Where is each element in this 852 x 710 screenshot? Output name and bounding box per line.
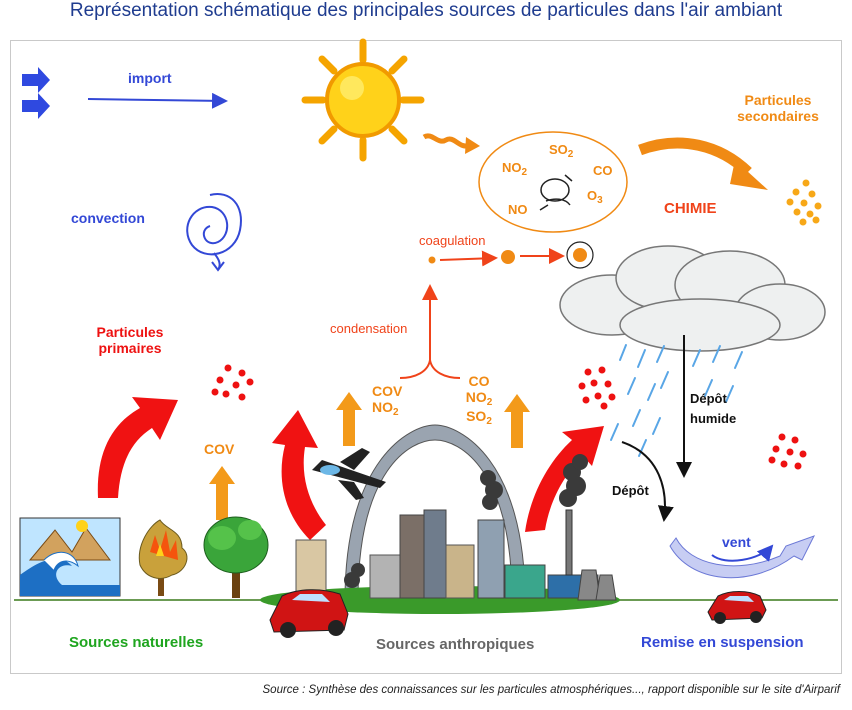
no-species: NO <box>508 202 528 217</box>
o3-species: O3 <box>587 188 603 206</box>
wind-swirl-icon <box>669 535 816 579</box>
so2-species: SO2 <box>549 142 574 160</box>
ocean-wave-icon <box>19 517 121 597</box>
sun-ray-arrow <box>422 133 472 149</box>
deposited-particles-cluster <box>768 433 807 470</box>
convection-label: convection <box>71 210 145 226</box>
secondary-particles-cluster <box>786 179 822 226</box>
cloud-icon <box>559 245 826 352</box>
depot-label: Dépôt <box>612 483 649 498</box>
city-arch-icon <box>260 424 620 614</box>
rain-drops <box>610 344 743 457</box>
car-icon <box>269 589 349 638</box>
emission-red-arrows <box>97 397 604 540</box>
cov-no2-anthro-label: COV NO2 <box>372 383 403 418</box>
diagram-title: Représentation schématique des principal… <box>69 0 783 21</box>
import-arrows <box>22 67 228 119</box>
smoke-plumes <box>344 454 588 588</box>
chimie-label: CHIMIE <box>664 200 717 217</box>
particules-primaires-label: Particules primaires <box>96 324 164 356</box>
sources-anthropiques-label: Sources anthropiques <box>376 636 535 653</box>
coagulation-chain <box>428 241 594 269</box>
chemistry-ellipse <box>478 131 628 233</box>
source-caption: Source : Synthèse des connaissances sur … <box>262 684 841 696</box>
forest-fire-icon <box>138 519 188 596</box>
particules-secondaires-label: Particules secondaires <box>737 92 819 124</box>
cov-natural-label: COV <box>204 441 235 457</box>
depot-arrow <box>621 441 674 522</box>
condensation-arrows <box>399 284 461 379</box>
car-small-icon <box>707 591 767 624</box>
co-species: CO <box>593 163 613 178</box>
no2-species: NO2 <box>502 160 528 178</box>
coagulation-label: coagulation <box>419 233 486 248</box>
depot-humide-label: Dépôt humide <box>690 391 737 426</box>
airplane-icon <box>312 448 386 500</box>
tree-icon <box>203 516 269 598</box>
sun-icon <box>301 38 425 162</box>
convection-spiral-icon <box>186 193 242 272</box>
remise-en-suspension-label: Remise en suspension <box>641 634 804 651</box>
reaction-cycle-icon <box>539 174 573 211</box>
sources-naturelles-label: Sources naturelles <box>69 634 204 651</box>
import-label: import <box>128 70 172 86</box>
condensation-label: condensation <box>330 321 408 336</box>
airborne-particles-cluster <box>578 366 616 410</box>
vent-label: vent <box>722 534 751 550</box>
primary-particles-cluster <box>211 364 254 401</box>
co-no2-so2-anthro-label: CO NO2 SO2 <box>465 373 493 427</box>
diagram-frame <box>10 40 842 674</box>
chimie-arrow <box>638 137 752 177</box>
orange-up-arrows <box>209 392 530 520</box>
